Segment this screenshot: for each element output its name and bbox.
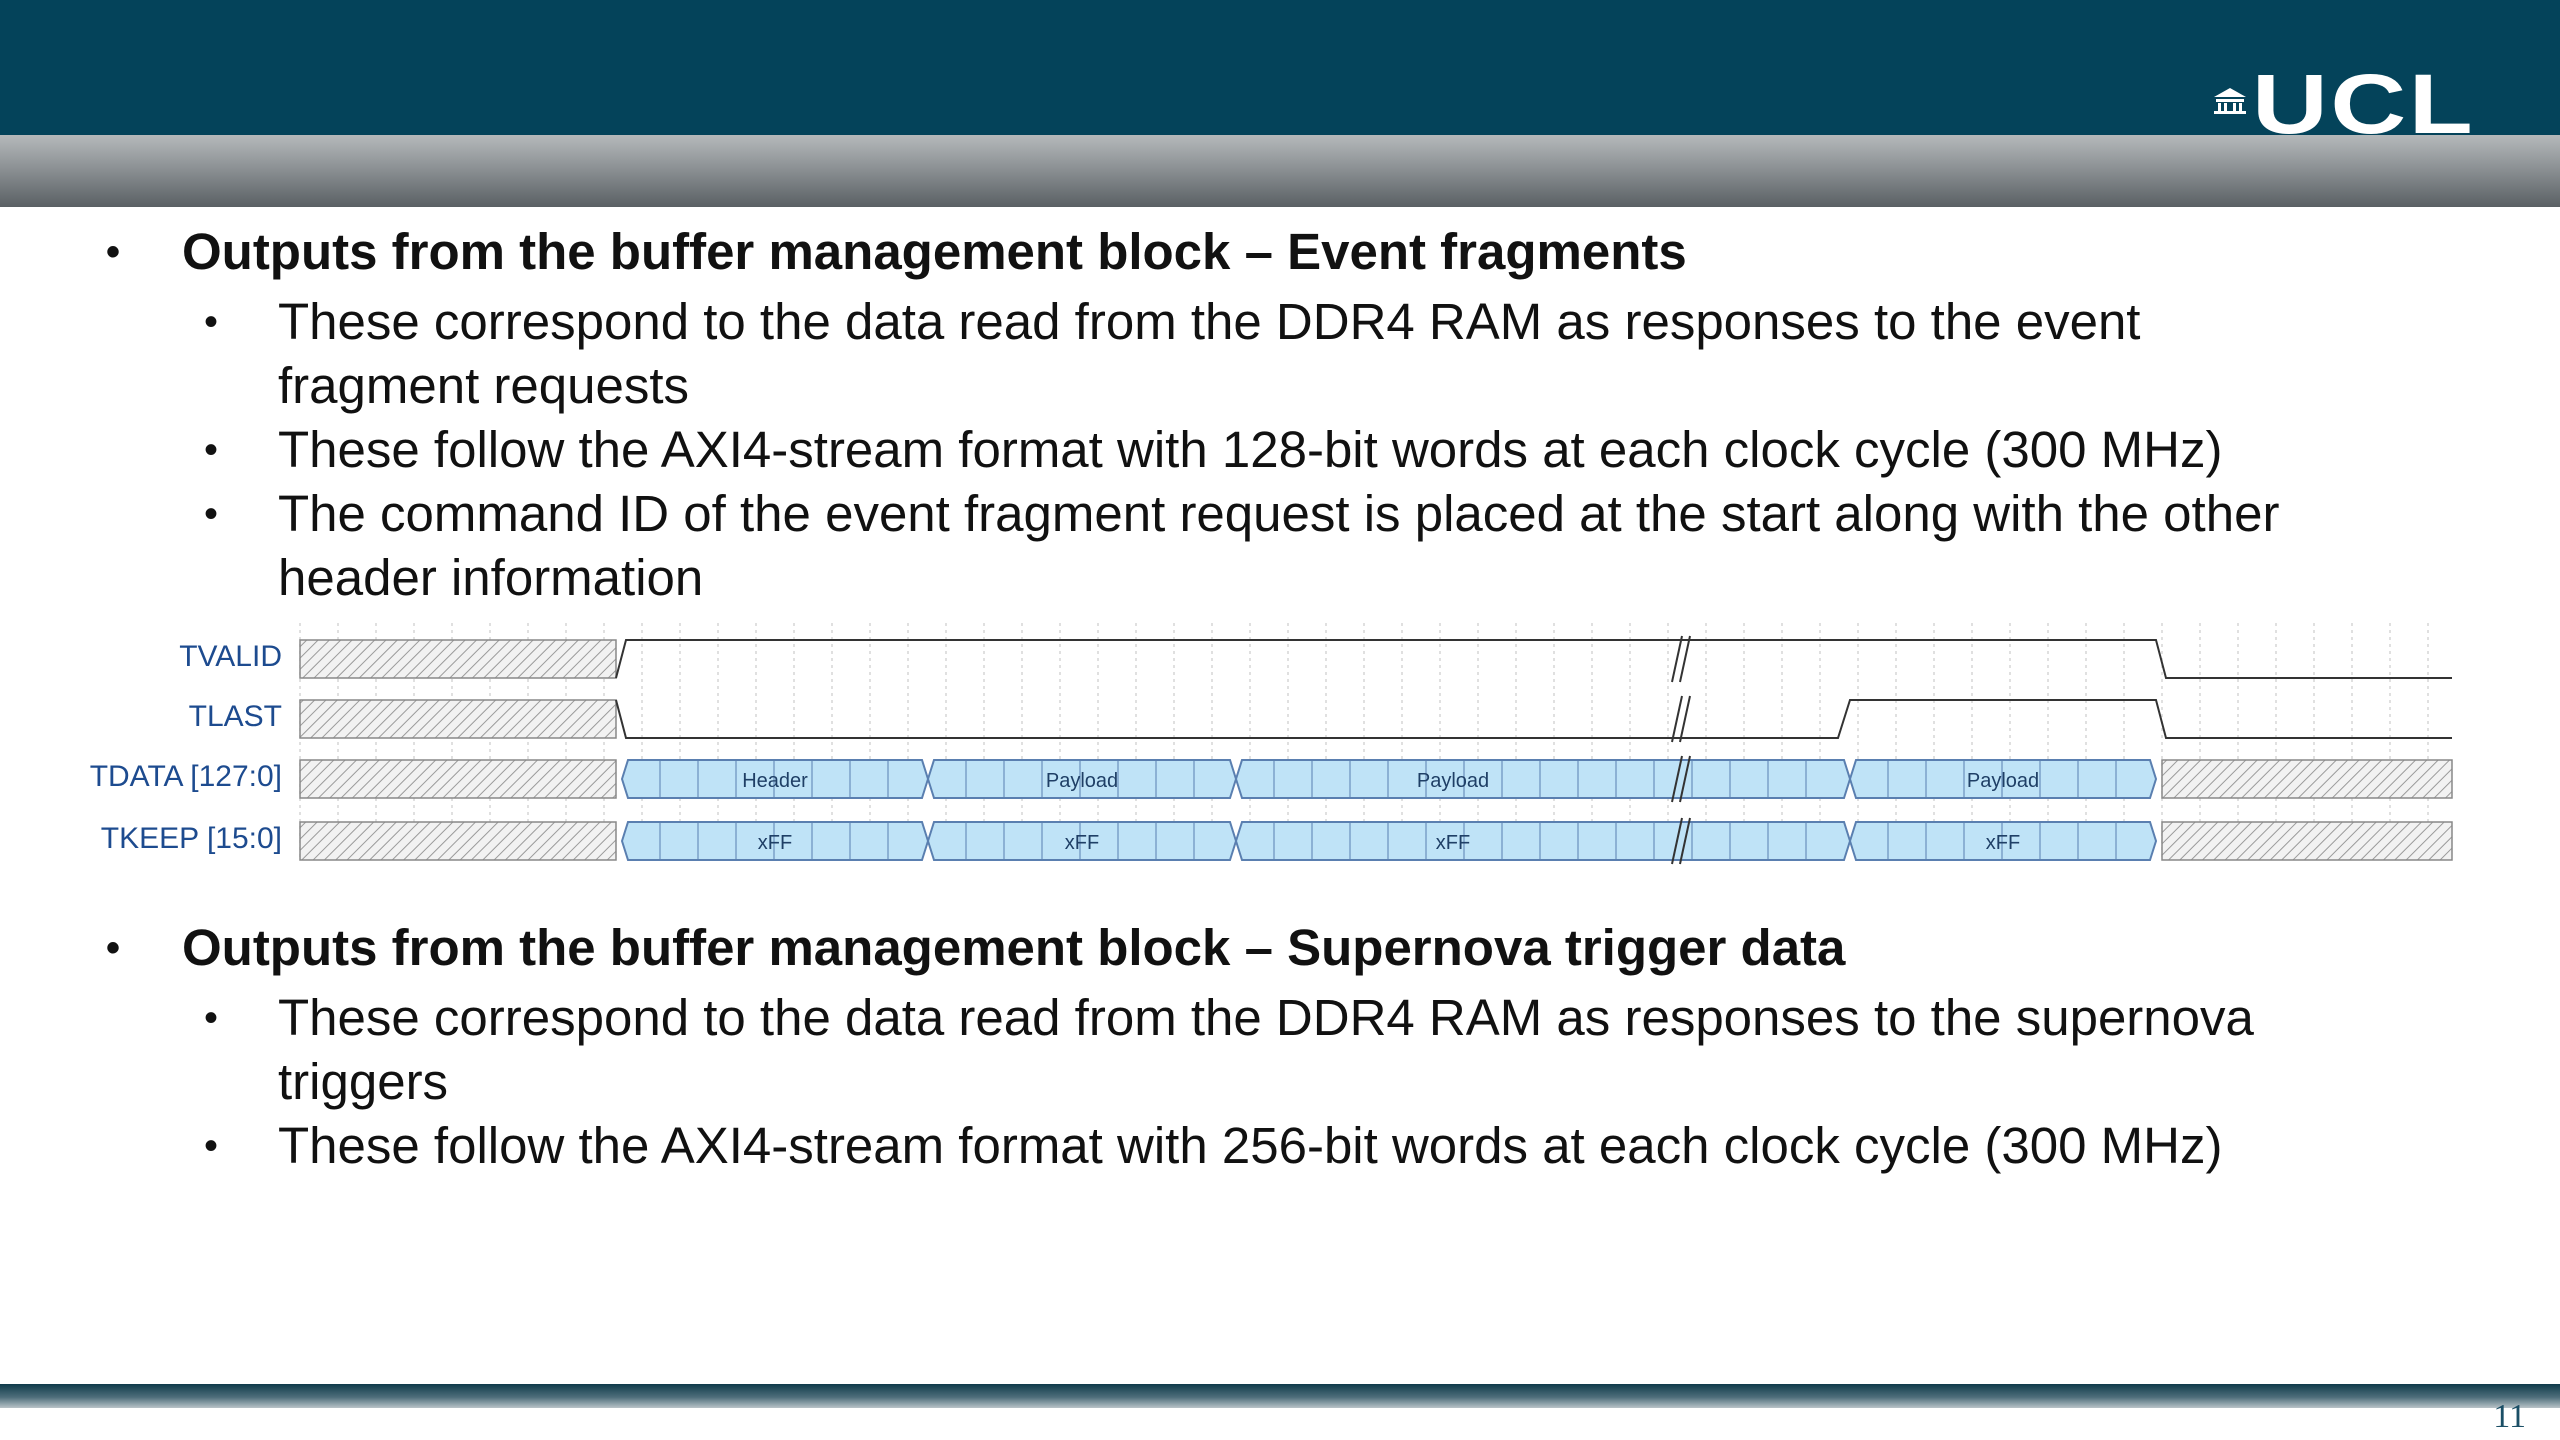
tkeep-segment-label: xFF <box>1065 832 1099 854</box>
waveform-svg: Header Payload Payload Payload xFF xFF xFF xFF <box>299 623 2453 865</box>
tkeep-segment-label: xFF <box>1436 832 1470 854</box>
list-item-text: These follow the AXI4-stream format with… <box>278 421 2223 478</box>
idle-hatch <box>2161 821 2453 861</box>
bullet-icon: • <box>204 1124 219 1168</box>
tkeep-segment <box>1234 821 1852 861</box>
tdata-segment-label: Payload <box>1417 770 1489 792</box>
logo-text: UCL <box>2252 57 2476 151</box>
signal-label-tlast: TLAST <box>188 700 282 733</box>
bullet-icon: • <box>204 300 219 344</box>
signal-label-tvalid: TVALID <box>179 640 282 673</box>
tvalid-wave <box>615 639 2452 679</box>
bullet-icon: • <box>106 230 121 274</box>
bullet-icon: • <box>204 492 219 536</box>
list-item-text: These follow the AXI4-stream format with… <box>278 1117 2223 1174</box>
portico-icon <box>2214 88 2246 114</box>
break-mark <box>1671 695 1683 743</box>
idle-hatch <box>299 699 617 739</box>
break-mark <box>1679 755 1691 803</box>
header-gradient <box>0 135 2560 207</box>
idle-hatch <box>299 759 617 799</box>
header-band <box>0 0 2560 135</box>
timing-diagram: TVALID TLAST TDATA [127:0] TKEEP [15:0] … <box>0 618 2560 868</box>
tdata-segment <box>1234 759 1852 799</box>
tkeep-segment-label: xFF <box>1986 832 2020 854</box>
signal-label-tdata: TDATA [127:0] <box>89 760 282 793</box>
break-mark <box>1679 635 1691 683</box>
footer-band <box>0 1384 2560 1408</box>
tlast-wave <box>615 699 2452 739</box>
break-mark <box>1679 695 1691 743</box>
break-mark <box>1679 817 1691 865</box>
list-item-text: The command ID of the event fragment req… <box>278 485 2280 606</box>
tdata-segment-label: Header <box>742 770 808 792</box>
signal-label-tkeep: TKEEP [15:0] <box>100 822 282 855</box>
idle-hatch <box>2161 759 2453 799</box>
bullet-icon: • <box>106 926 121 970</box>
page-number: 11 <box>2493 1398 2526 1435</box>
ucl-logo: UCL <box>2214 62 2473 146</box>
tkeep-segment-label: xFF <box>758 832 792 854</box>
break-mark <box>1671 817 1683 865</box>
break-mark <box>1671 755 1683 803</box>
list-item-text: These correspond to the data read from t… <box>278 989 2254 1110</box>
section-heading-text: Outputs from the buffer management block… <box>182 919 1846 976</box>
bullet-icon: • <box>204 996 219 1040</box>
tdata-segment-label: Payload <box>1046 770 1118 792</box>
timing-segment-labels: Header Payload Payload Payload xFF xFF xFF xFF <box>742 770 2039 854</box>
idle-hatch <box>299 639 617 679</box>
section-heading-text: Outputs from the buffer management block… <box>182 223 1687 280</box>
break-mark <box>1671 635 1683 683</box>
idle-hatch <box>299 821 617 861</box>
bullet-icon: • <box>204 428 219 472</box>
list-item-text: These correspond to the data read from t… <box>278 293 2141 414</box>
timing-waves <box>299 635 2453 865</box>
tdata-segment-label: Payload <box>1967 770 2039 792</box>
